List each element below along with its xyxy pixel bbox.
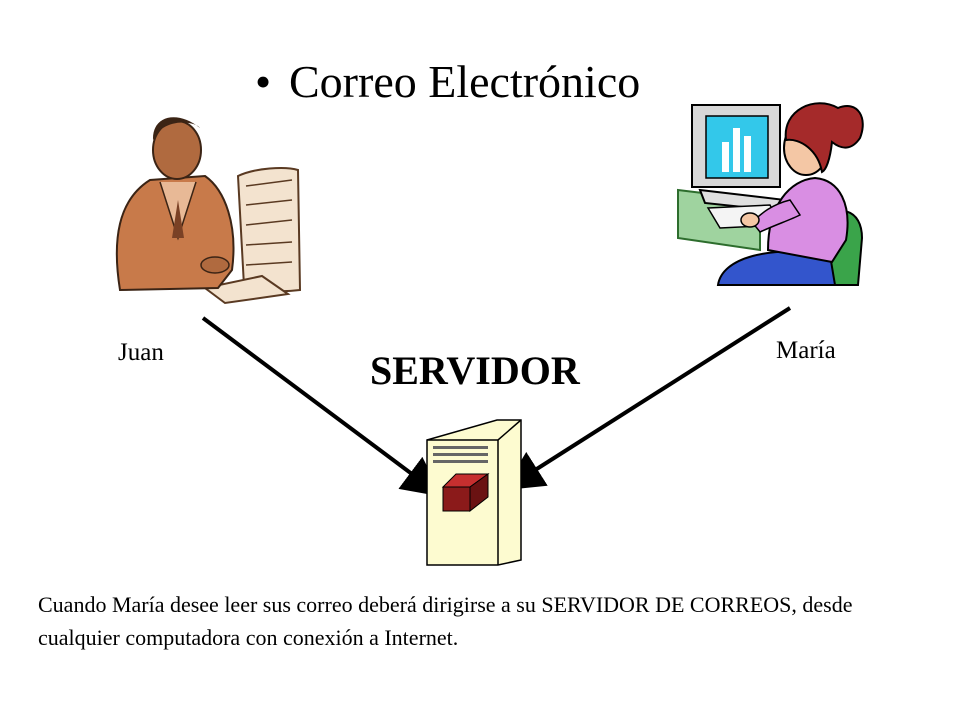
title-bullet: • [255,56,272,107]
juan-label: Juan [118,339,164,366]
arrow-juan-to-server [201,316,443,497]
server-icon [426,419,522,566]
title-text: Correo Electrónico [289,56,641,107]
server-label: SERVIDOR [370,348,580,393]
maria-label: María [776,337,836,364]
arrow-maria-to-server [503,306,792,491]
maria-computer-clipart [677,102,864,286]
slide-title: • Correo Electrónico [255,52,640,112]
juan-computer-clipart [115,117,302,305]
caption-text: Cuando María desee leer sus correo deber… [38,592,853,650]
